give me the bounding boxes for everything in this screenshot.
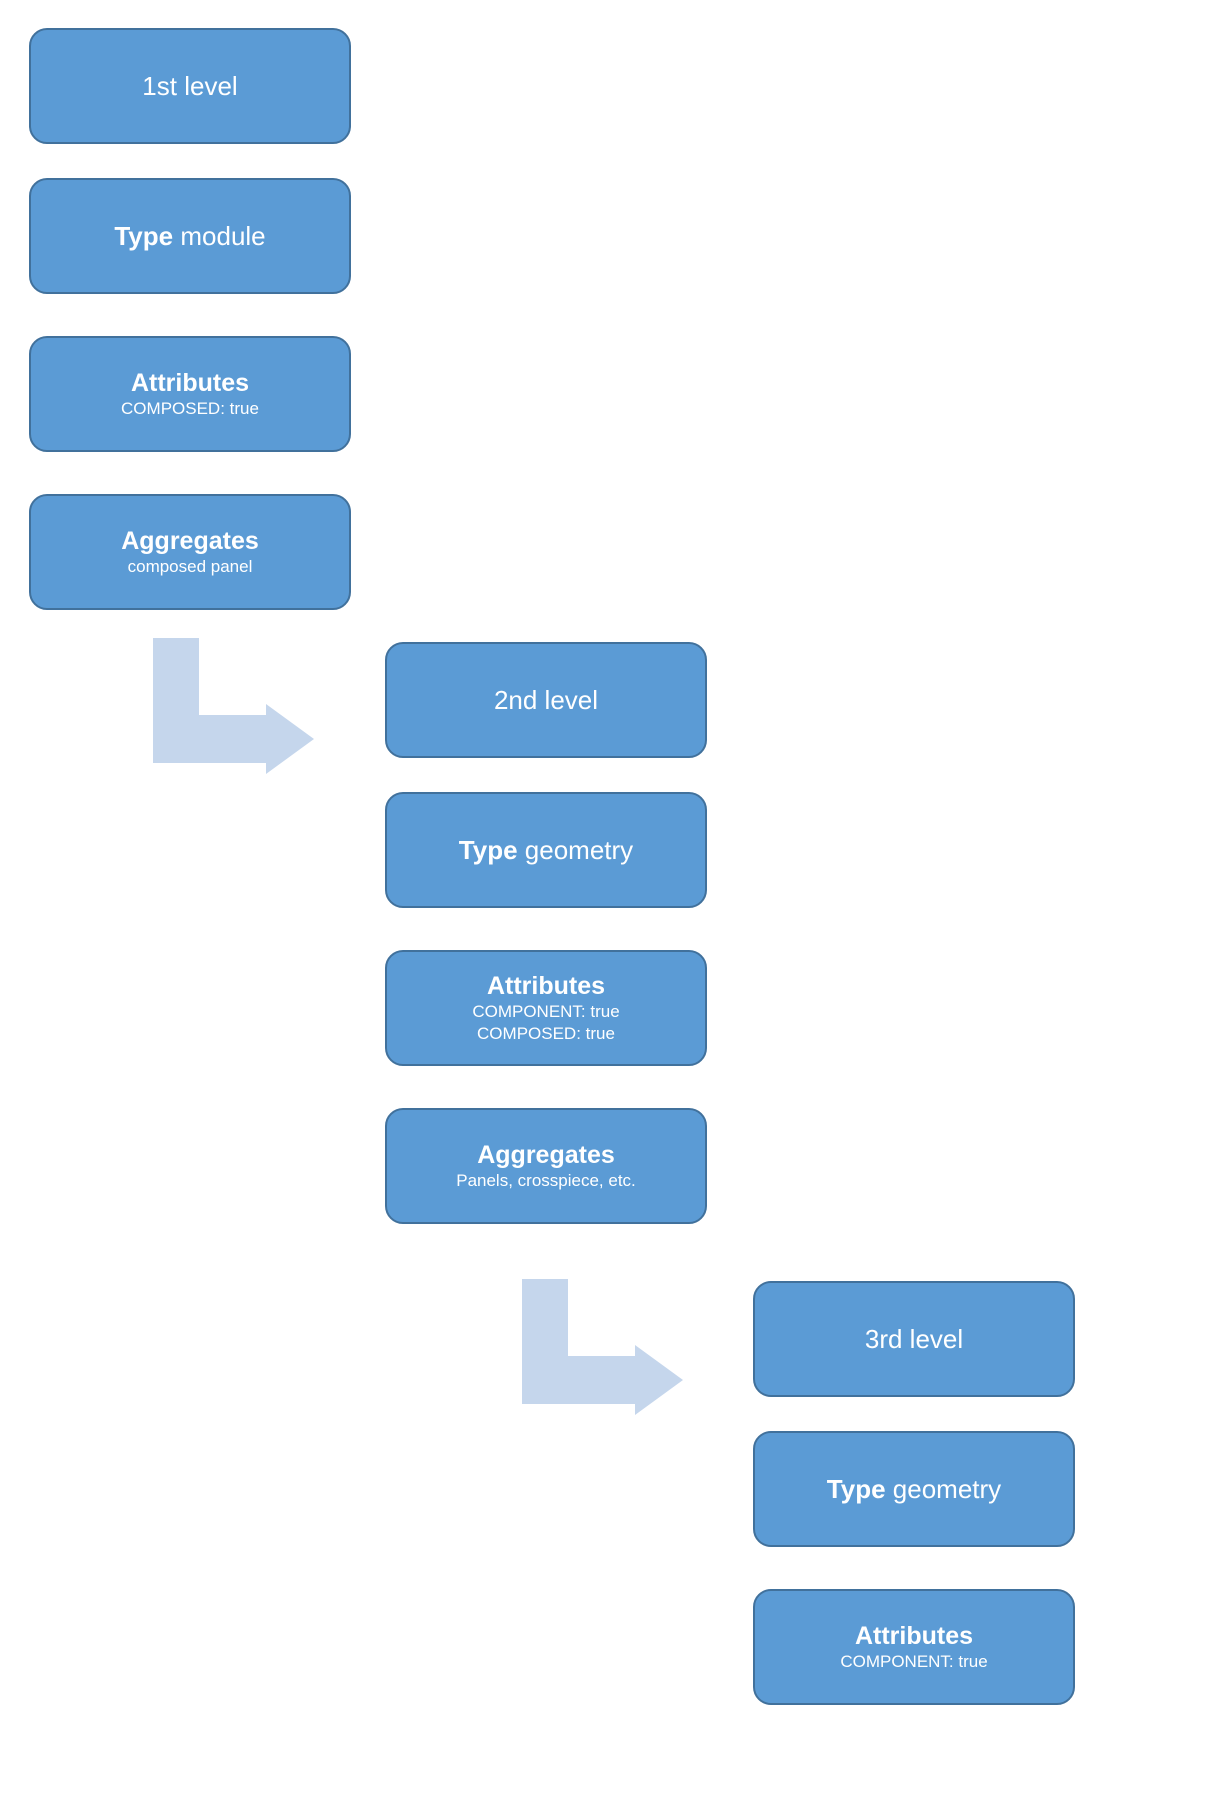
- level-2-title-box: 2nd level: [385, 642, 707, 758]
- level-2-attributes-title: Attributes: [486, 972, 606, 1000]
- level-2-type-box: Type geometry: [385, 792, 707, 908]
- level-1-type-keyword: Type: [114, 220, 174, 251]
- level-1-type-line: Type module: [114, 221, 265, 252]
- level-1-attributes-box: Attributes COMPOSED: true: [29, 336, 351, 452]
- bent-arrow-1-to-2: [153, 638, 314, 774]
- level-1-title-box: 1st level: [29, 28, 351, 144]
- level-2-type-line: Type geometry: [459, 835, 633, 866]
- level-3-type-keyword: Type: [826, 1473, 886, 1504]
- level-2-attribute: COMPONENT: true: [472, 1002, 620, 1021]
- level-1-title: 1st level: [142, 70, 238, 101]
- level-2-aggregate: Panels, crosspiece, etc.: [456, 1171, 636, 1190]
- level-3-type-box: Type geometry: [753, 1431, 1075, 1547]
- level-1-attribute: COMPOSED: true: [121, 399, 259, 418]
- level-3-type-line: Type geometry: [827, 1474, 1001, 1505]
- level-1-aggregates-box: Aggregates composed panel: [29, 494, 351, 610]
- level-2-attribute: COMPOSED: true: [477, 1024, 615, 1043]
- level-2-attributes-box: Attributes COMPONENT: true COMPOSED: tru…: [385, 950, 707, 1066]
- level-1-aggregates-title: Aggregates: [121, 527, 259, 555]
- level-2-type-value: geometry: [524, 834, 634, 865]
- level-3-attribute: COMPONENT: true: [840, 1652, 988, 1671]
- level-1-type-box: Type module: [29, 178, 351, 294]
- level-2-title: 2nd level: [493, 684, 599, 715]
- level-1-type-value: module: [180, 220, 266, 251]
- level-3-attributes-title: Attributes: [854, 1622, 974, 1650]
- level-2-aggregates-title: Aggregates: [477, 1141, 615, 1169]
- level-3-title: 3rd level: [864, 1323, 964, 1354]
- level-3-type-value: geometry: [892, 1473, 1002, 1504]
- level-1-attributes-title: Attributes: [130, 369, 250, 397]
- level-1-aggregate: composed panel: [127, 557, 253, 576]
- level-3-attributes-box: Attributes COMPONENT: true: [753, 1589, 1075, 1705]
- level-2-type-keyword: Type: [458, 834, 518, 865]
- level-3-title-box: 3rd level: [753, 1281, 1075, 1397]
- bent-arrow-2-to-3: [522, 1279, 683, 1415]
- level-2-aggregates-box: Aggregates Panels, crosspiece, etc.: [385, 1108, 707, 1224]
